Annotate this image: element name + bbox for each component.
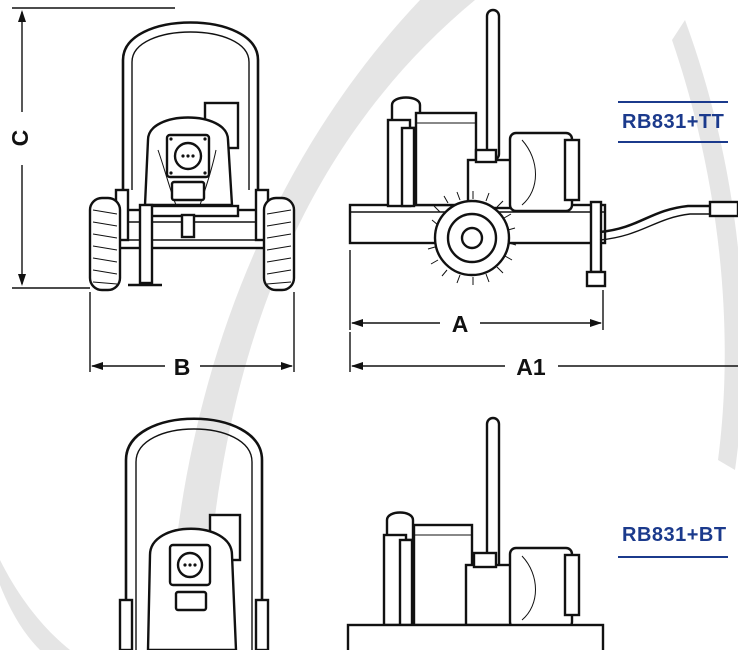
front-view-bt: [118, 417, 270, 650]
dimension-c: C: [7, 7, 175, 289]
front-view-tt: [88, 21, 296, 292]
dimension-c-label: C: [7, 130, 33, 147]
dimension-a-label: A: [452, 311, 469, 337]
model-label-tt: RB831+TT: [618, 101, 728, 143]
dimension-a1: A1: [349, 332, 738, 380]
dimension-a1-label: A1: [516, 354, 546, 380]
model-label-bt: RB831+BT: [618, 524, 728, 558]
dimension-b: B: [89, 292, 295, 380]
model-label-tt-text: RB831+TT: [622, 111, 724, 133]
side-view-bt: [346, 416, 605, 650]
dimension-a: A: [349, 250, 604, 337]
model-label-bt-text: RB831+BT: [622, 524, 727, 546]
side-view-tt: [348, 8, 738, 288]
dimension-b-label: B: [174, 354, 191, 380]
